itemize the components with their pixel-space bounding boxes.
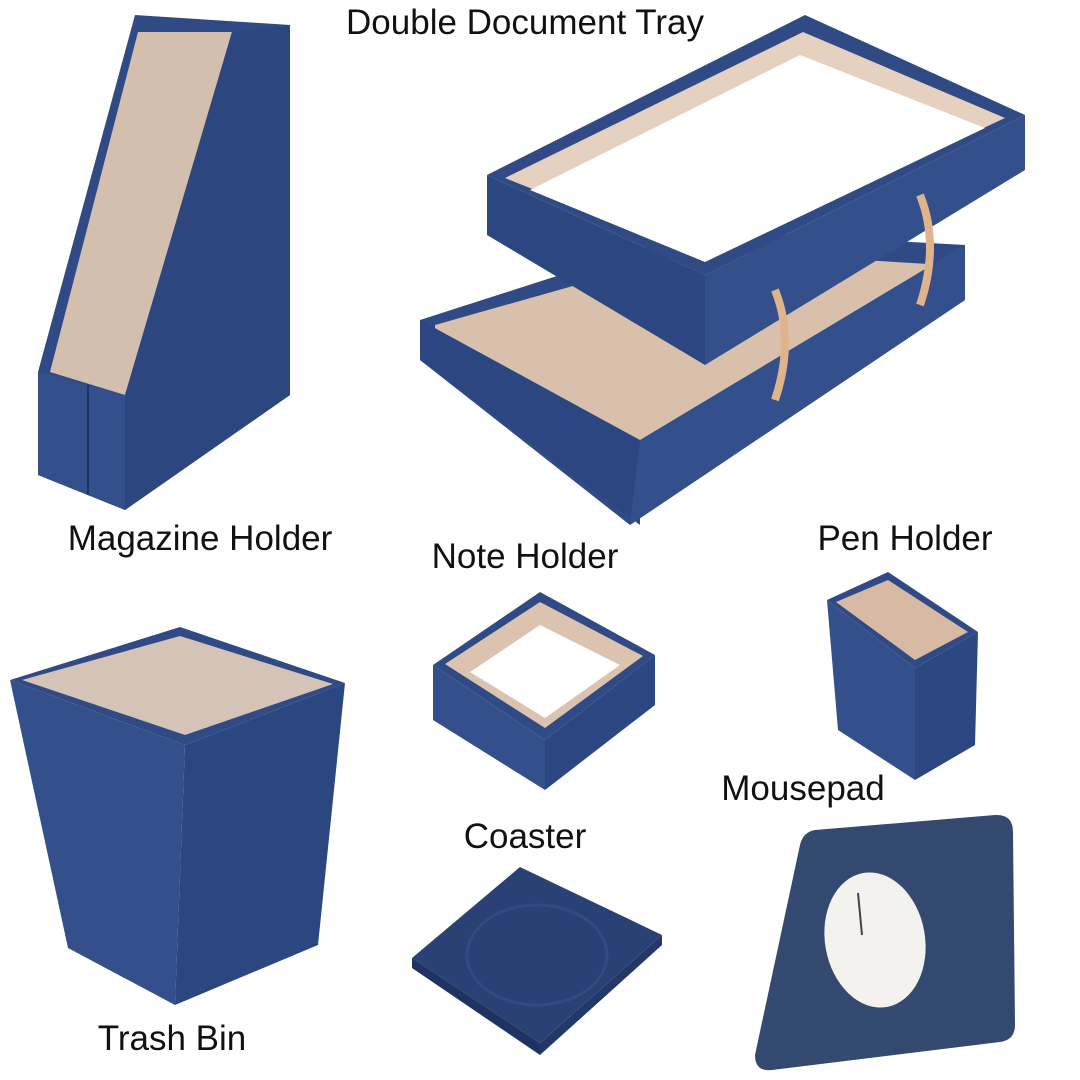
pen-holder-image [827, 572, 978, 780]
label-trash-bin: Trash Bin [97, 1019, 247, 1058]
double-document-tray-image [420, 15, 1025, 525]
label-pen-holder: Pen Holder [817, 519, 993, 558]
mouse-image [824, 872, 926, 1008]
mousepad-image [755, 814, 1015, 1071]
trash-bin-image [10, 627, 345, 1005]
label-mousepad: Mousepad [721, 769, 885, 808]
note-holder-image [433, 592, 655, 790]
coaster-image [412, 867, 662, 1055]
label-double-document-tray: Double Document Tray [346, 3, 704, 42]
label-coaster: Coaster [463, 817, 587, 856]
label-magazine-holder: Magazine Holder [67, 519, 333, 558]
label-note-holder: Note Holder [431, 537, 619, 576]
magazine-holder-image [38, 15, 290, 510]
